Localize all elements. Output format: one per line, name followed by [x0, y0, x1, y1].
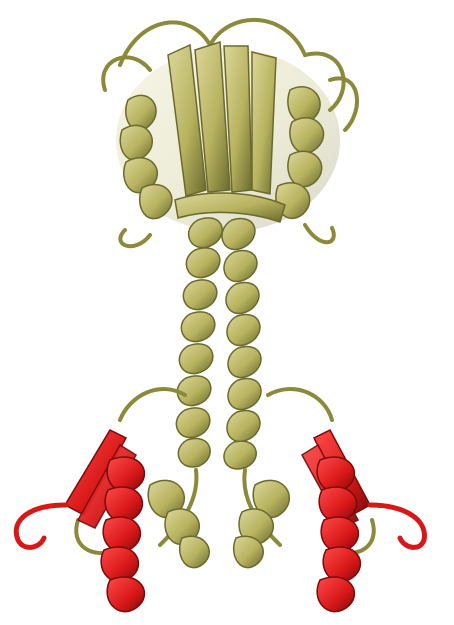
coiled-coil-stalk — [176, 218, 261, 469]
right-lower-domain — [234, 430, 425, 612]
top-globular-domain — [103, 20, 357, 246]
